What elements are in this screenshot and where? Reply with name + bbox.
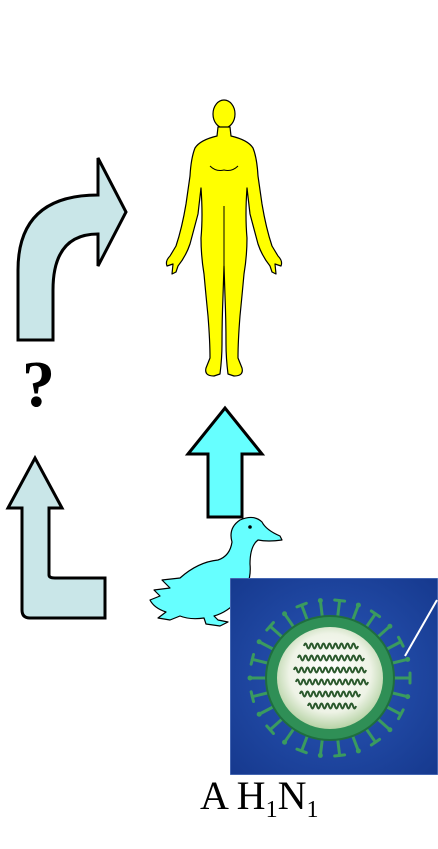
virus-spike-knob [356,603,361,608]
virus-spike-knob [356,748,361,753]
virus-spike-knob [257,639,262,644]
rna-strand [300,692,360,697]
virus-spike-knob [387,624,392,629]
virus-spike-knob [248,676,253,681]
human-figure-icon [150,96,300,386]
label-sub2: 1 [306,797,318,823]
virus-core [277,627,383,729]
virus-spike-knob [282,740,287,745]
virus-spike-knob [405,694,410,699]
virus-spike-knob [387,727,392,732]
question-mark: ? [22,352,55,418]
virus-spike-knob [405,657,410,662]
virus-spike-cap [335,755,345,756]
label-sub1: 1 [266,797,278,823]
virus-spike-knob [318,598,323,603]
virus-spike-knob [282,611,287,616]
upper-curved-arrow-icon [0,150,140,350]
up-arrow-icon [180,400,270,525]
virus-spike-knob [257,712,262,717]
virus-subtype-label: A H1N1 [200,776,318,822]
label-mid: N [278,773,307,818]
virus-icon [230,578,438,775]
label-prefix: A H [200,773,266,818]
lower-curved-arrow-icon [0,450,120,630]
virus-spike-knob [318,753,323,758]
virus-spike-cap [335,600,345,601]
